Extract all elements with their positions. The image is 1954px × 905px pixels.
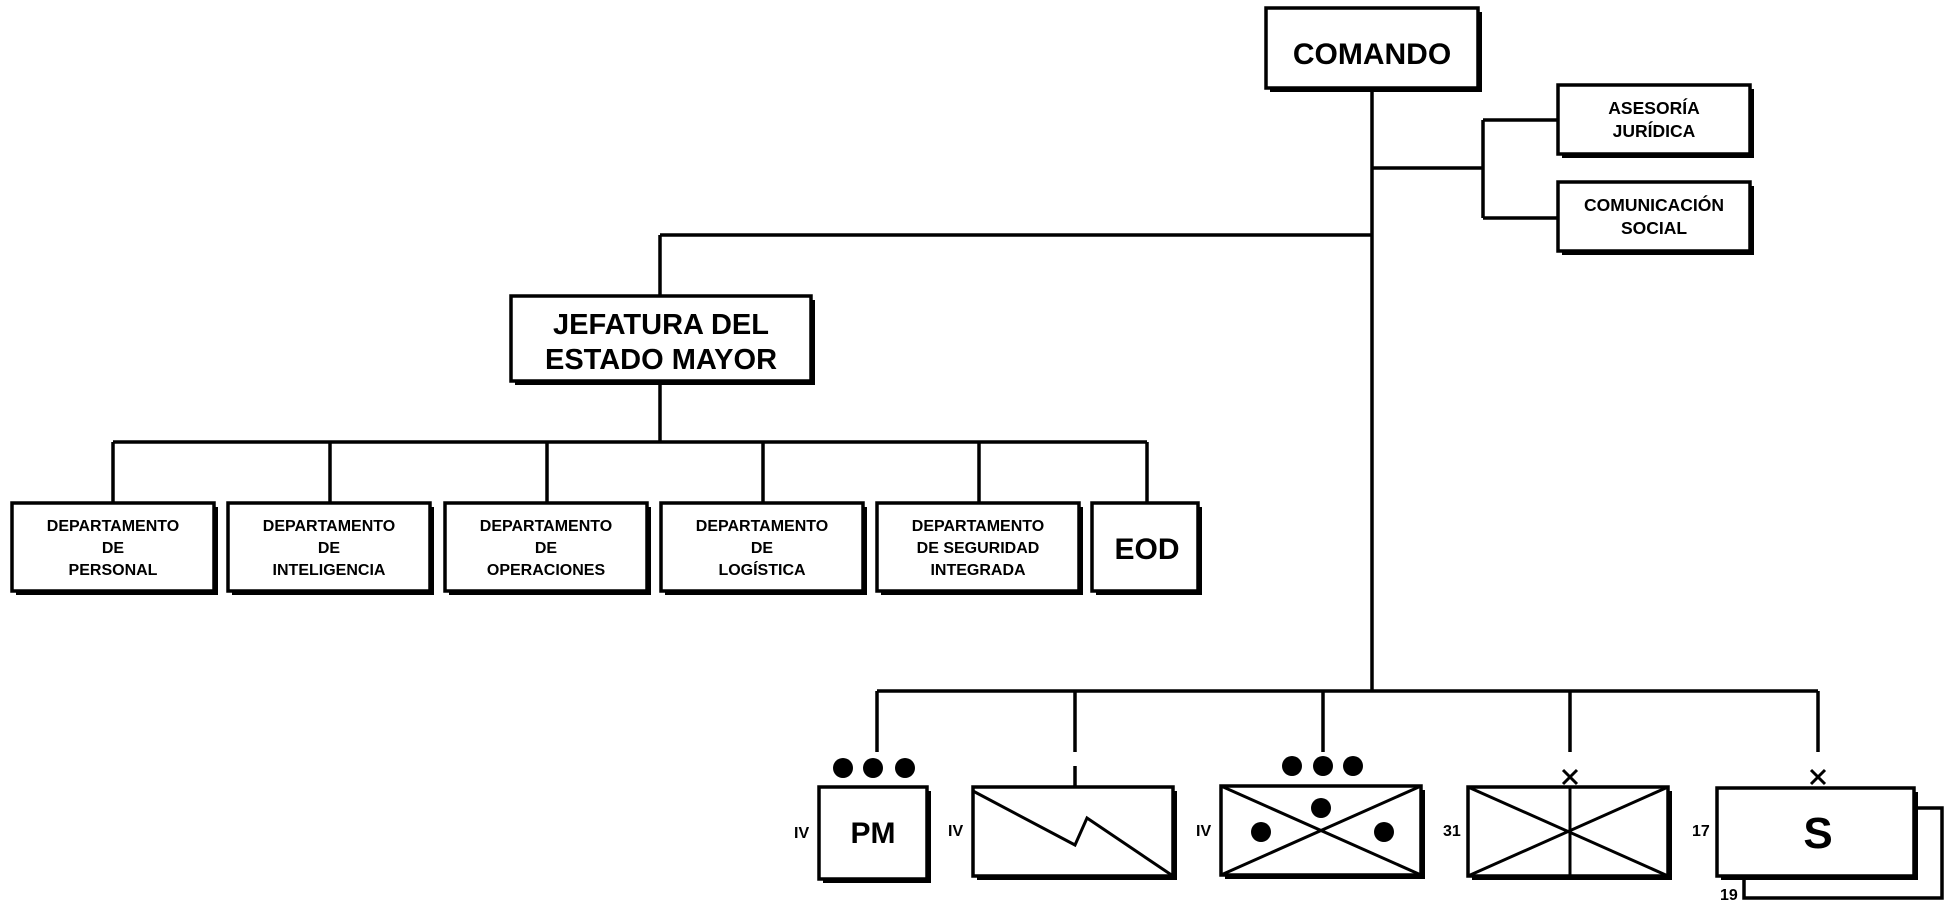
department-seguridad-line-2: DE SEGURIDAD <box>917 540 1040 557</box>
jefatura-line-2: ESTADO MAYOR <box>545 344 777 376</box>
department-box-logistica: DEPARTAMENTO DE LOGÍSTICA <box>659 501 867 595</box>
department-inteligencia-line-2: DE <box>318 540 341 557</box>
unit-cross-line: 31 <box>1443 768 1672 880</box>
department-operaciones-line-2: DE <box>535 540 558 557</box>
comando-box: COMANDO <box>1264 6 1482 92</box>
comunicacion-social-box: COMUNICACIÓN SOCIAL <box>1556 180 1754 255</box>
eod-label: EOD <box>1114 533 1179 566</box>
stacked-unit-outline <box>1742 806 1944 900</box>
department-inteligencia-line-3: INTELIGENCIA <box>273 562 386 579</box>
department-seguridad-line-3: INTEGRADA <box>930 562 1026 579</box>
jefatura-box: JEFATURA DEL ESTADO MAYOR <box>509 294 815 385</box>
comunicacion-line-1: COMUNICACIÓN <box>1584 194 1724 215</box>
department-personal-line-3: PERSONAL <box>69 562 158 579</box>
department-logistica-line-2: DE <box>751 540 774 557</box>
unit-pm-label: PM <box>851 817 896 850</box>
unit-s: S 17 19 <box>1692 768 1944 904</box>
size-x-icon <box>1561 768 1579 786</box>
unit-signals: IV <box>948 766 1177 880</box>
asesoria-juridica-box: ASESORÍA JURÍDICA <box>1556 83 1754 158</box>
unit-dot-icon <box>1311 798 1331 818</box>
unit-signals-level: IV <box>948 823 963 840</box>
department-personal-line-1: DEPARTAMENTO <box>47 518 179 535</box>
asesoria-line-1: ASESORÍA <box>1608 97 1700 118</box>
unit-s-sub-number: 19 <box>1720 887 1738 904</box>
unit-military-police: PM IV <box>794 758 931 883</box>
comunicacion-line-2: SOCIAL <box>1621 218 1687 238</box>
unit-pm-level: IV <box>794 825 809 842</box>
size-dot <box>895 758 915 778</box>
unit-cross-line-level: 31 <box>1443 823 1461 840</box>
jefatura-line-1: JEFATURA DEL <box>553 309 769 341</box>
size-dot <box>863 758 883 778</box>
department-box-personal: DEPARTAMENTO DE PERSONAL <box>10 501 218 595</box>
signal-bolt-icon <box>972 789 1174 878</box>
department-logistica-line-1: DEPARTAMENTO <box>696 518 828 535</box>
size-dot <box>1313 756 1333 776</box>
department-inteligencia-line-1: DEPARTAMENTO <box>263 518 395 535</box>
asesoria-line-2: JURÍDICA <box>1613 120 1696 141</box>
unit-s-level: 17 <box>1692 823 1710 840</box>
department-seguridad-line-1: DEPARTAMENTO <box>912 518 1044 535</box>
comando-label: COMANDO <box>1293 38 1451 71</box>
department-personal-line-2: DE <box>102 540 125 557</box>
department-box-seguridad: DEPARTAMENTO DE SEGURIDAD INTEGRADA <box>875 501 1083 595</box>
unit-cross-dots: IV <box>1196 756 1425 879</box>
eod-box: EOD <box>1090 501 1202 595</box>
size-dot <box>1343 756 1363 776</box>
department-box-inteligencia: DEPARTAMENTO DE INTELIGENCIA <box>226 501 434 595</box>
department-operaciones-line-1: DEPARTAMENTO <box>480 518 612 535</box>
size-dot <box>1282 756 1302 776</box>
size-dot <box>833 758 853 778</box>
unit-cross-dots-level: IV <box>1196 823 1211 840</box>
unit-s-label: S <box>1803 809 1832 858</box>
department-box-operaciones: DEPARTAMENTO DE OPERACIONES <box>443 501 651 595</box>
unit-dot-icon <box>1374 822 1394 842</box>
department-operaciones-line-3: OPERACIONES <box>487 562 606 579</box>
unit-dot-icon <box>1251 822 1271 842</box>
department-logistica-line-3: LOGÍSTICA <box>718 560 806 579</box>
connector-lines <box>111 88 1820 752</box>
size-x-icon <box>1809 768 1827 786</box>
